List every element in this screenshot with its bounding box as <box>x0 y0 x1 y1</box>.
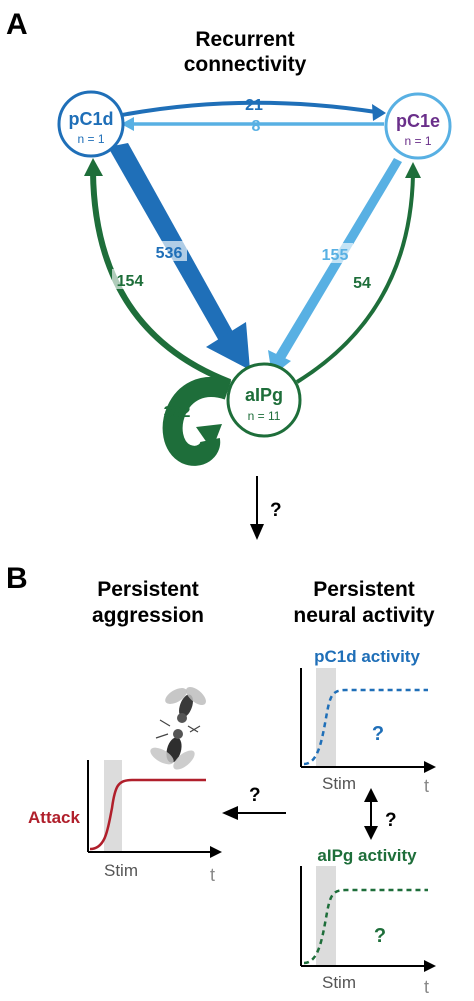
edge-alpg-to-pc1e <box>295 162 421 384</box>
pc1d-activity-label: pC1d activity <box>314 647 420 666</box>
node-pc1d: pC1d n = 1 <box>57 90 125 158</box>
pc1d-activity-trace <box>303 688 428 766</box>
double-arrow <box>364 788 378 840</box>
title-persistent-left: Persistent <box>97 578 199 601</box>
alpg-activity-trace <box>303 888 428 965</box>
edge-pc1d-to-pc1e <box>121 100 386 121</box>
edge-pc1e-to-alpg <box>268 158 402 376</box>
question-alpg: ? <box>374 925 386 947</box>
attack-label: Attack <box>28 808 81 827</box>
question-left: ? <box>249 785 261 806</box>
attack-trace <box>89 778 206 851</box>
title-neural-activity: neural activity <box>293 604 435 627</box>
title-aggression: aggression <box>92 604 204 627</box>
pc1d-activity-plot <box>300 668 436 773</box>
t-label-attack: t <box>210 865 215 885</box>
node-alpg-n: n = 11 <box>248 409 281 423</box>
title-connectivity: connectivity <box>184 53 307 76</box>
fighting-flies-illustration <box>150 687 206 770</box>
t-label-pc1d: t <box>424 776 429 796</box>
edge-label-154: 154 <box>117 273 144 290</box>
stim-label-pc1d: Stim <box>322 774 356 793</box>
node-pc1e: pC1e n = 1 <box>384 92 452 160</box>
edge-pc1e-to-pc1d <box>121 117 384 131</box>
question-mark-a: ? <box>270 500 282 521</box>
question-double: ? <box>385 810 397 831</box>
edge-label-155: 155 <box>322 247 349 264</box>
panel-a-label: A <box>6 8 28 41</box>
attack-plot <box>87 760 222 858</box>
question-pc1d: ? <box>372 723 384 745</box>
node-pc1d-name: pC1d <box>69 109 114 129</box>
stim-label-attack: Stim <box>104 861 138 880</box>
title-recurrent: Recurrent <box>195 28 294 51</box>
edge-label-54: 54 <box>353 275 371 292</box>
panel-b-label: B <box>6 562 28 595</box>
t-label-alpg: t <box>424 977 429 997</box>
node-alpg: aIPg n = 11 <box>226 362 302 438</box>
node-pc1e-name: pC1e <box>396 111 440 131</box>
edge-label-8: 8 <box>252 118 261 135</box>
edge-alpg-to-pc1d <box>84 158 232 385</box>
edge-label-392: 392 <box>164 404 191 421</box>
down-arrow <box>250 476 264 540</box>
edge-label-536: 536 <box>156 245 183 262</box>
edge-label-21: 21 <box>245 97 263 114</box>
node-pc1e-n: n = 1 <box>404 134 431 148</box>
alpg-activity-plot <box>300 866 436 972</box>
title-persistent-right: Persistent <box>313 578 415 601</box>
left-arrow <box>222 806 286 820</box>
stim-label-alpg: Stim <box>322 973 356 992</box>
node-pc1d-n: n = 1 <box>77 132 104 146</box>
node-alpg-name: aIPg <box>245 385 283 405</box>
alpg-activity-label: aIPg activity <box>317 846 417 865</box>
edge-alpg-self-loop <box>162 377 232 466</box>
